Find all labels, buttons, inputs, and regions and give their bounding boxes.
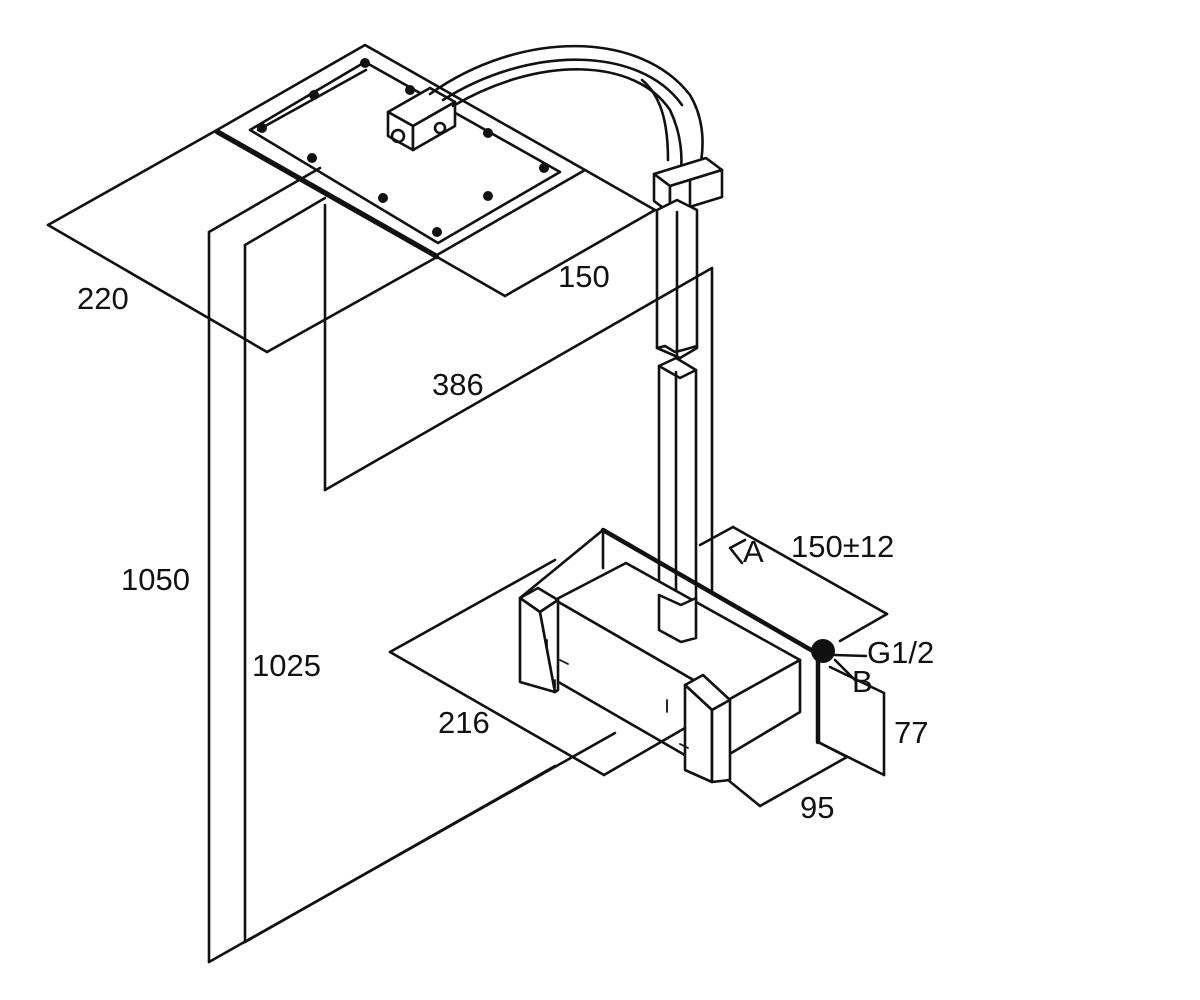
dimension-labels: 220 150 386 1050 1025 150±12 A G1/2 B 21… [77,259,934,825]
head-connector [386,86,457,152]
label-150: 150 [558,259,610,294]
label-220: 220 [77,281,129,316]
valve-body [518,527,821,782]
label-a: A [743,534,764,569]
label-b: B [852,664,873,699]
shower-arm [428,44,704,180]
label-150-12: 150±12 [791,529,894,564]
valve-handle-left [518,586,569,694]
label-95: 95 [800,790,834,825]
label-216: 216 [438,705,490,740]
label-1025: 1025 [252,648,321,683]
nozzle-dots [257,58,549,237]
inlet-connector-b [811,639,835,745]
label-386: 386 [432,367,484,402]
label-1050: 1050 [121,562,190,597]
dimension-lines [46,128,889,964]
label-77: 77 [894,715,928,750]
riser-pipe [655,198,699,644]
label-g12: G1/2 [867,635,934,670]
shower-head [214,43,587,260]
